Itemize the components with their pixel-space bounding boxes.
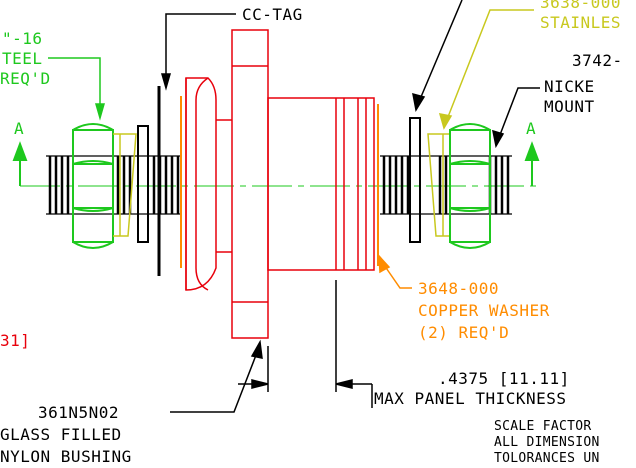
bushing-material-line2: GLASS FILLED [0,425,122,444]
yellow-leader [438,9,534,130]
note-scale-factor: SCALE FACTOR [494,419,592,434]
section-label-right: A [526,119,536,138]
right-hex-nut [449,123,491,249]
section-label-left: A [14,119,24,138]
top-right-part-number: 3638-000 [540,0,621,12]
washer-part-number: 3648-000 [418,279,499,298]
top-right-material: STAINLES [540,13,621,32]
section-arrow-left [12,141,28,186]
note-tolerances: TOLORANCES UN [494,451,600,466]
cc-tag-label: CC-TAG [242,5,303,24]
left-thread-label: "-16 [2,29,43,48]
red-bushing-body [185,29,375,339]
panel-dimension [238,280,373,408]
bushing-leader [170,339,263,413]
section-arrow-right [524,141,540,186]
right-flat-washer [409,117,421,243]
washer-material: COPPER WASHER [418,301,550,320]
bushing-part-number: 361N5N02 [38,403,119,422]
right-lock-washer [427,133,450,237]
left-hex-nut [72,123,114,249]
washer-quantity: (2) REQ'D [418,323,509,342]
note-all-dimensions: ALL DIMENSION [494,435,600,450]
bushing-material-line3: NYLON BUSHING [0,447,132,466]
left-reqd-label: REQ'D [0,69,51,88]
copper-washer-leader [378,253,412,289]
right-nut-leader [492,87,540,149]
left-steel-label: TEEL [2,49,43,68]
top-right-leader [412,0,463,113]
right-nickel-label: NICKE [544,77,595,96]
left-flat-washer [137,125,149,243]
bracket-reference: 31] [0,331,30,350]
left-lock-washer [113,133,137,237]
right-part-number: 3742- [572,51,623,70]
thickness-label: MAX PANEL THICKNESS [374,389,567,408]
right-mount-label: MOUNT [544,97,595,116]
thickness-value: .4375 [11.11] [438,369,570,388]
left-green-leader [48,57,105,121]
cc-tag-leader [161,13,236,91]
